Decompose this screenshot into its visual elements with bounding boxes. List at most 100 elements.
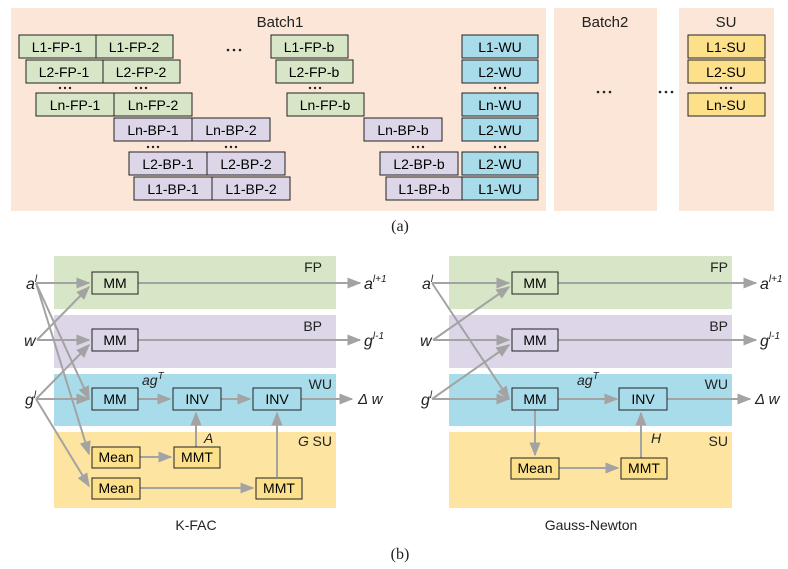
input-a: al bbox=[422, 274, 434, 293]
mean-box bbox=[91, 477, 141, 500]
mean-box-label: Mean bbox=[517, 460, 552, 476]
g-label: G bbox=[298, 433, 309, 449]
mean-box bbox=[91, 446, 141, 469]
kfac-title: K-FAC bbox=[175, 517, 216, 533]
su-box-label: Ln-SU bbox=[706, 97, 746, 113]
bp-row-1: L1-BP-1 L1-BP-2 L1-BP-b bbox=[133, 176, 464, 201]
bp-box bbox=[211, 176, 291, 201]
fp-band-label: FP bbox=[710, 259, 728, 275]
fp-band-label: FP bbox=[304, 259, 322, 275]
su-band-label: SU bbox=[709, 433, 728, 449]
wu-box bbox=[461, 92, 539, 117]
output-a-next: al+1 bbox=[364, 274, 387, 293]
bp-row-2: L2-BP-1 L2-BP-2 L2-BP-b bbox=[128, 151, 459, 176]
fp-box-label: L2-FP-2 bbox=[116, 64, 167, 80]
fp-box-label: Ln-FP-1 bbox=[50, 97, 101, 113]
wu-band-label: WU bbox=[705, 376, 728, 392]
fp-box bbox=[113, 92, 193, 117]
fp-box bbox=[95, 34, 174, 59]
fp-box-label: L1-FP-b bbox=[284, 39, 335, 55]
a-label: A bbox=[203, 430, 213, 446]
batch2-panel bbox=[554, 8, 657, 211]
inv-box-label: INV bbox=[185, 391, 209, 407]
mmt-box bbox=[620, 457, 668, 480]
su-panel-label: SU bbox=[716, 14, 737, 31]
wu-box-label: L2-WU bbox=[478, 122, 522, 138]
h-label: H bbox=[651, 430, 662, 446]
fp-row-1: L1-FP-1 L1-FP-2 L1-FP-b bbox=[18, 34, 349, 59]
mm-box bbox=[91, 387, 139, 411]
mm-box bbox=[91, 328, 139, 352]
kfac-io: al w gl al+1 gl-1 Δ w agT A bbox=[24, 274, 387, 446]
su-band bbox=[449, 432, 732, 508]
kfac-boxes: MM MM MM INV INV Mean MMT Mean MMT bbox=[91, 271, 303, 500]
mean-box bbox=[510, 457, 560, 480]
ag-label: agT bbox=[142, 371, 165, 388]
mm-box-label: MM bbox=[103, 332, 126, 348]
output-delta-w: Δ w bbox=[754, 391, 781, 408]
bp-box-label: L2-BP-b bbox=[393, 156, 445, 172]
fp-row-2: L2-FP-1 L2-FP-2 L2-FP-b bbox=[25, 59, 354, 84]
part-a: Batch1 Batch2 SU L1-FP-1 L1-FP-2 L1-FP-b… bbox=[11, 8, 774, 235]
wu-box bbox=[461, 176, 539, 201]
wu-box-label: L1-WU bbox=[478, 181, 522, 197]
fp-box bbox=[270, 34, 349, 59]
output-a-next: al+1 bbox=[760, 274, 783, 293]
mm-box-label: MM bbox=[103, 275, 126, 291]
gn-title: Gauss-Newton bbox=[545, 517, 638, 533]
kfac-diagram: FP BP WU SU G MM bbox=[24, 256, 387, 533]
bp-box bbox=[379, 151, 459, 176]
mmt-box-label: MMT bbox=[263, 480, 295, 496]
mmt-box-label: MMT bbox=[628, 460, 660, 476]
inv-box-label: INV bbox=[631, 391, 655, 407]
su-box-label: L1-SU bbox=[706, 39, 746, 55]
fp-box-label: L2-FP-1 bbox=[39, 64, 90, 80]
caption-a: (a) bbox=[391, 218, 409, 235]
wu-column: L1-WU L2-WU Ln-WU L2-WU L2-WU L1-WU bbox=[461, 34, 539, 201]
inv-box-label: INV bbox=[265, 391, 289, 407]
input-g: gl bbox=[421, 390, 433, 409]
mean-box-label: Mean bbox=[98, 449, 133, 465]
fp-box-label: L2-FP-b bbox=[289, 64, 340, 80]
wu-box-label: L1-WU bbox=[478, 39, 522, 55]
wu-box bbox=[461, 151, 539, 176]
wu-box-label: L2-WU bbox=[478, 64, 522, 80]
mm-box bbox=[511, 271, 559, 295]
bp-box-label: L2-BP-2 bbox=[220, 156, 272, 172]
wu-box bbox=[461, 117, 539, 142]
bp-box bbox=[363, 117, 443, 142]
wu-box-label: Ln-WU bbox=[478, 97, 522, 113]
bp-box-label: L1-BP-2 bbox=[225, 181, 277, 197]
mmt-box bbox=[255, 477, 303, 500]
inv-box bbox=[252, 387, 302, 411]
ellipses bbox=[58, 48, 733, 149]
fp-box-label: L1-FP-1 bbox=[32, 39, 83, 55]
output-g-prev: gl-1 bbox=[364, 331, 384, 350]
bp-box-label: Ln-BP-2 bbox=[205, 122, 257, 138]
gauss-newton-diagram: FP BP WU SU MM MM MM INV bbox=[420, 256, 783, 533]
su-box bbox=[687, 34, 766, 59]
bp-band-label: BP bbox=[709, 318, 728, 334]
mm-box bbox=[91, 271, 139, 295]
inv-box bbox=[172, 387, 222, 411]
batch1-label: Batch1 bbox=[257, 14, 304, 31]
mm-box bbox=[511, 328, 559, 352]
input-a: al bbox=[26, 274, 38, 293]
bp-box bbox=[191, 117, 271, 142]
su-box bbox=[687, 92, 766, 117]
mm-box bbox=[511, 387, 559, 411]
fp-box bbox=[286, 92, 365, 117]
batch2-label: Batch2 bbox=[582, 14, 629, 31]
fp-box-label: L1-FP-2 bbox=[109, 39, 160, 55]
su-box-label: L2-SU bbox=[706, 64, 746, 80]
su-band-label: SU bbox=[313, 433, 332, 449]
bp-box bbox=[206, 151, 286, 176]
ag-label: agT bbox=[577, 371, 600, 388]
input-w: w bbox=[24, 333, 37, 350]
fp-box bbox=[102, 59, 181, 84]
gn-arrows bbox=[431, 277, 758, 474]
bp-box-label: Ln-BP-1 bbox=[127, 122, 179, 138]
gn-boxes: MM MM MM INV Mean MMT bbox=[510, 271, 668, 480]
output-delta-w: Δ w bbox=[357, 391, 384, 408]
input-w: w bbox=[420, 333, 433, 350]
